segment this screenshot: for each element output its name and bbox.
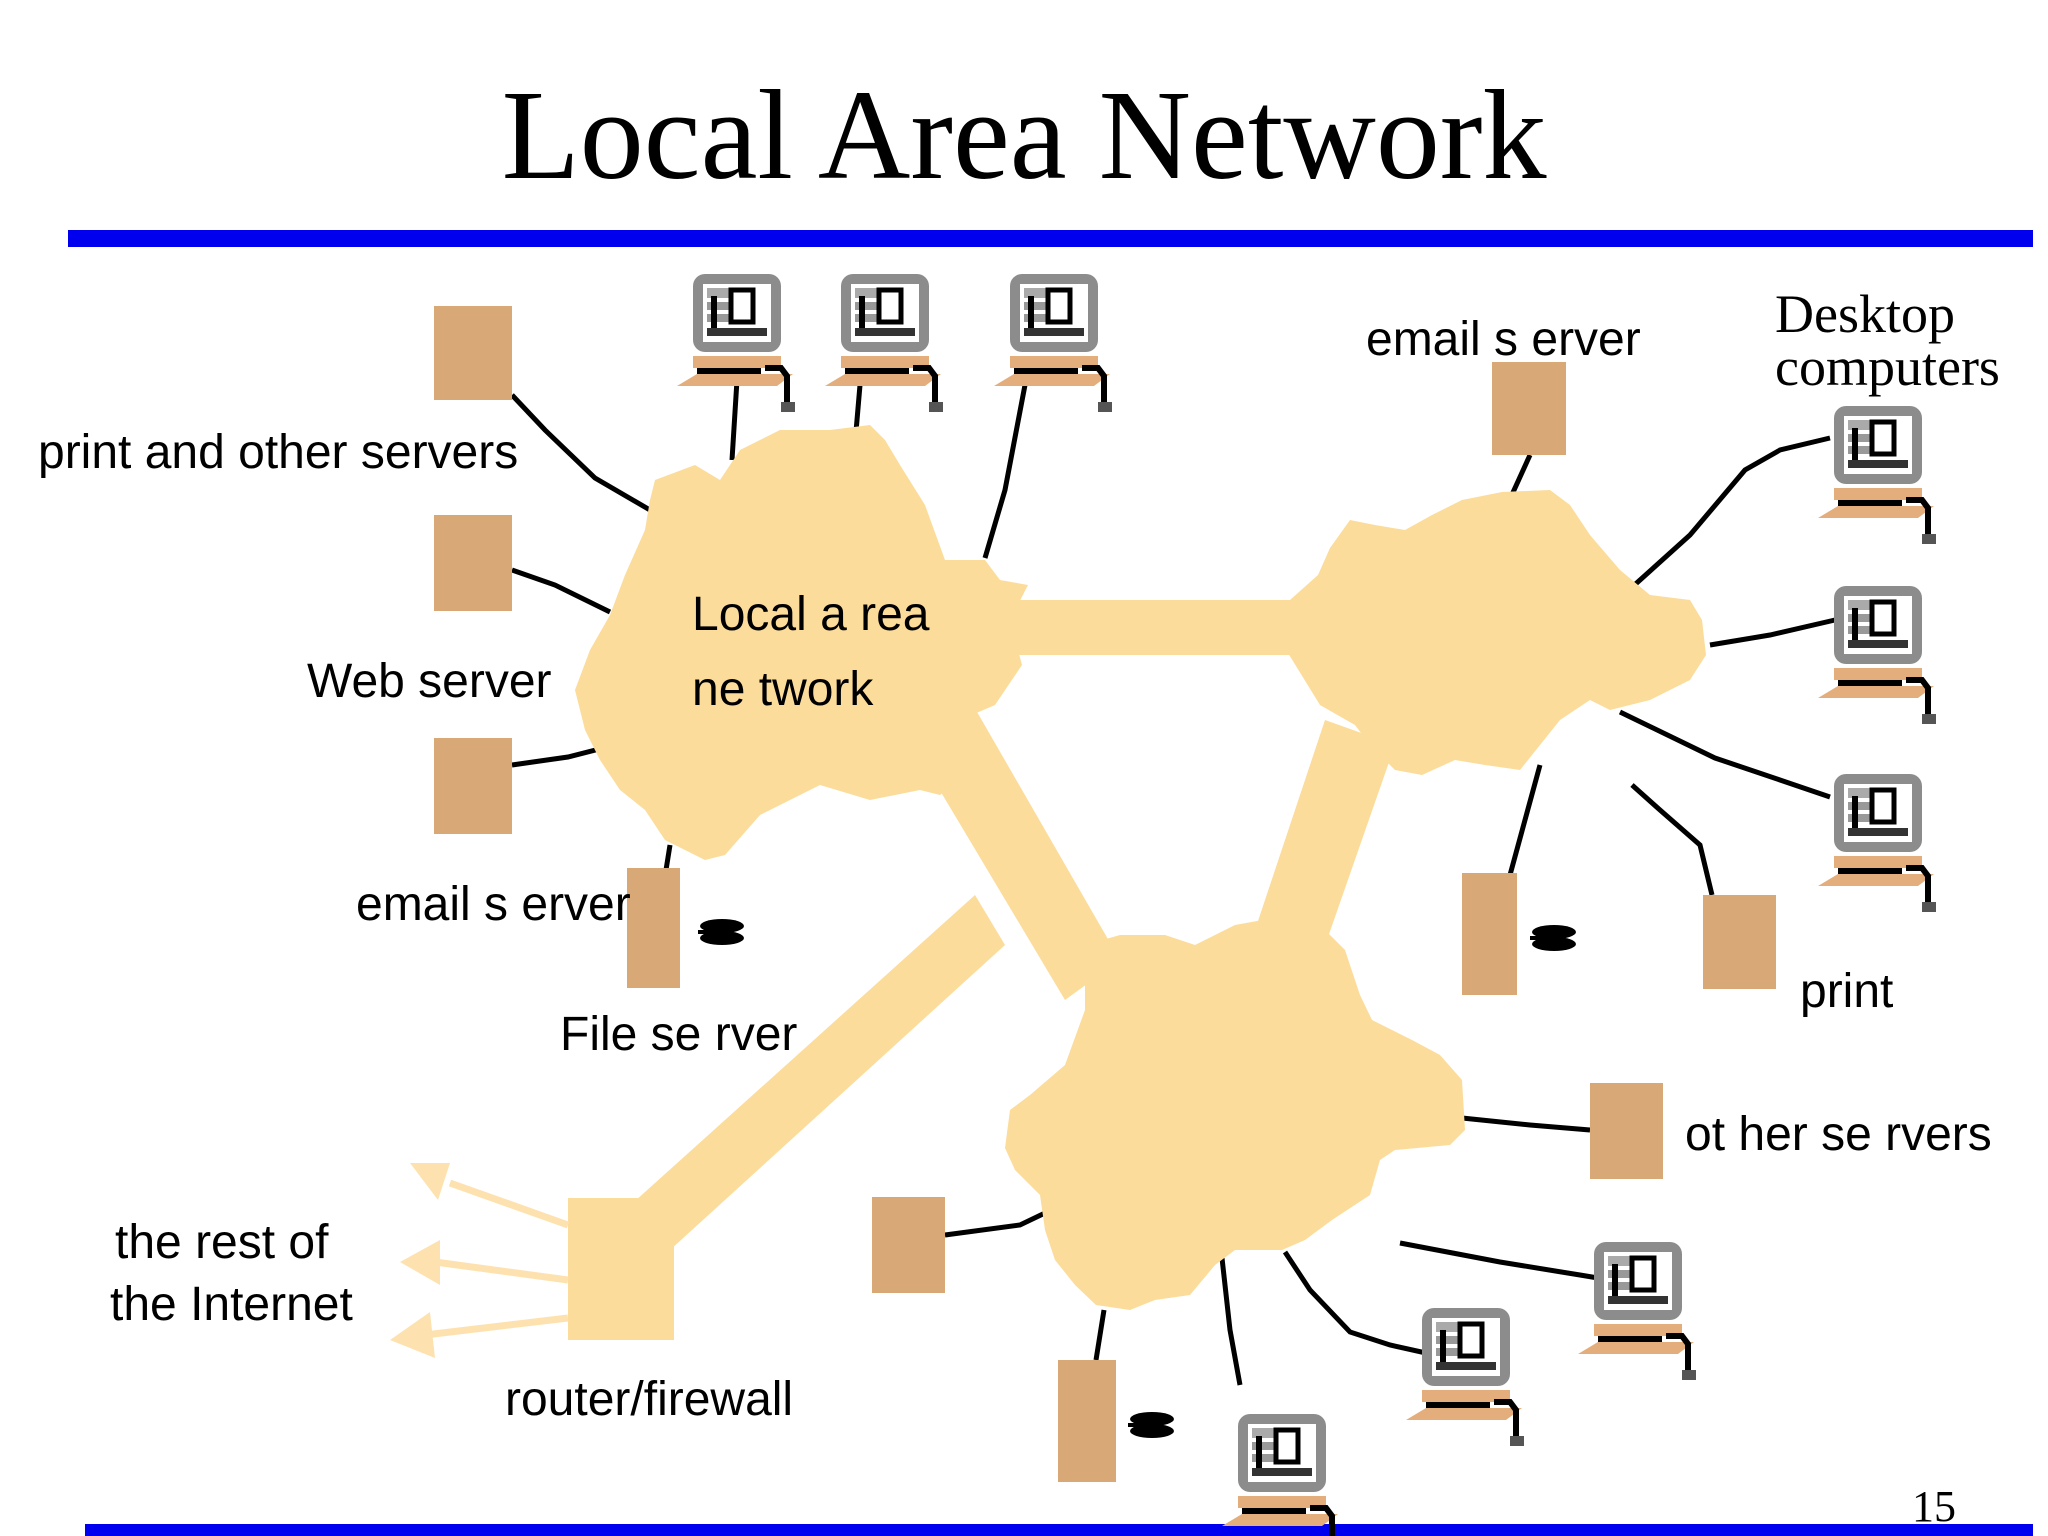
link-right-bottom xyxy=(1250,720,1395,960)
arrow-icon xyxy=(410,1163,450,1200)
link-left-right xyxy=(990,600,1340,655)
label-rest-line2: the Internet xyxy=(110,1278,353,1331)
desktop-computer-icon xyxy=(1818,774,1936,912)
file-server-box xyxy=(627,868,680,988)
label-print-other-servers: print and other servers xyxy=(38,426,518,479)
web-server-box xyxy=(434,738,512,834)
cloud-right xyxy=(1262,490,1706,775)
label-other-servers: ot her se rvers xyxy=(1685,1108,1992,1161)
slide-title: Local Area Network xyxy=(501,64,1547,206)
label-print: print xyxy=(1800,965,1893,1018)
bottom-file-server-box xyxy=(1058,1360,1116,1482)
other-server-box xyxy=(1590,1083,1663,1179)
right-file-server-box xyxy=(1462,873,1517,995)
page-number: 15 xyxy=(1912,1482,1956,1531)
cloud-bottom xyxy=(1005,915,1465,1310)
label-email-server-left: email s erver xyxy=(356,878,631,931)
disk-stack-icon xyxy=(1128,1412,1174,1438)
print-server-2 xyxy=(434,515,512,611)
desktop-computer-icon xyxy=(1818,586,1936,724)
cloud-left xyxy=(575,425,1028,860)
arrow-icon xyxy=(400,1240,440,1285)
label-rest-line1: the rest of xyxy=(115,1216,329,1269)
label-lan-line2: ne twork xyxy=(692,663,874,716)
desktop-computer-icon xyxy=(994,274,1112,412)
label-email-server-top: email s erver xyxy=(1366,313,1641,366)
print-server-1 xyxy=(434,306,512,400)
internet-arrows xyxy=(424,1179,570,1339)
desktop-computer-icon xyxy=(1818,406,1936,544)
router-box xyxy=(568,1198,674,1340)
disk-stack-icon xyxy=(1530,925,1576,951)
label-web-server: Web server xyxy=(307,655,552,708)
label-desktop-line1: Desktop xyxy=(1775,284,1955,344)
desktop-computer-icon xyxy=(1222,1414,1340,1536)
label-lan-line1: Local a rea xyxy=(692,588,930,641)
arrow-icon xyxy=(390,1312,435,1358)
print-box xyxy=(1703,895,1776,989)
email-server-box xyxy=(1492,362,1566,455)
disk-stack-icon xyxy=(698,919,744,945)
label-file-server: File se rver xyxy=(560,1008,797,1061)
top-rule xyxy=(68,230,2033,247)
label-desktop-line2: computers xyxy=(1775,337,2000,397)
bottom-server-left xyxy=(872,1197,945,1293)
desktop-computer-icon xyxy=(1406,1308,1524,1446)
network-shapes xyxy=(568,425,1706,1340)
desktop-computer-icon xyxy=(1578,1242,1696,1380)
cables xyxy=(510,379,1836,1386)
desktop-computer-icon xyxy=(825,274,943,412)
label-router: router/firewall xyxy=(505,1373,793,1426)
bottom-rule xyxy=(85,1524,2033,1536)
link-router xyxy=(625,895,1005,1250)
